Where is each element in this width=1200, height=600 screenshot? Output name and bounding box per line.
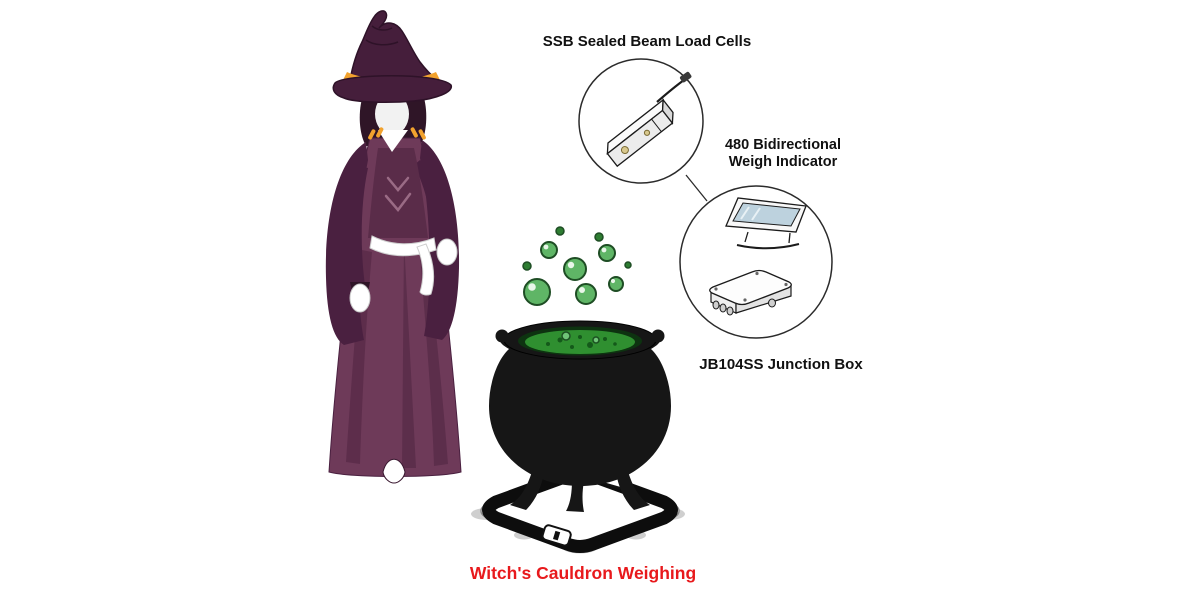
bubble-dots <box>522 226 632 271</box>
witch-illustration <box>325 10 462 484</box>
cable-glands <box>712 298 776 316</box>
load-cell-cable <box>656 79 685 103</box>
potion-speckles <box>546 335 617 349</box>
dress-bib <box>368 148 428 238</box>
potion-surface-bubbles <box>561 331 600 344</box>
junction-box-device <box>709 269 792 316</box>
cauldron-legs <box>510 468 650 512</box>
indicator-screen <box>732 202 801 227</box>
witch-face <box>375 93 409 135</box>
right-hand <box>436 238 458 266</box>
cable-connector <box>679 71 692 83</box>
platform-name-plate <box>541 524 572 547</box>
hem-split <box>382 458 406 484</box>
cauldron-lug-left <box>495 329 509 343</box>
sash-tail <box>416 243 435 296</box>
indicator-base <box>736 243 800 250</box>
left-sleeve <box>344 165 368 293</box>
load-cell-beam <box>606 98 674 168</box>
cauldron-illustration <box>489 320 671 512</box>
junction-box-label: JB104SS Junction Box <box>699 356 863 373</box>
bubble-highlights <box>528 244 616 293</box>
weigh-indicator-label: 480 Bidirectional Weigh Indicator <box>697 137 869 171</box>
witch-collar <box>378 130 408 152</box>
hat-brim <box>332 75 452 103</box>
loadcells-label: SSB Sealed Beam Load Cells <box>542 33 752 50</box>
cauldron-body <box>489 326 671 486</box>
hat-cone <box>349 10 441 82</box>
hat-folds <box>365 25 399 46</box>
right-sleeve <box>414 160 450 249</box>
bib-chevrons <box>384 176 412 212</box>
potion-surface <box>525 330 635 354</box>
weigh-indicator-label-line1: 480 Bidirectional <box>724 137 842 153</box>
left-hand <box>349 283 371 313</box>
indicator-callout <box>679 185 833 339</box>
lid-screws <box>714 271 788 302</box>
shoulder-marks <box>368 127 426 140</box>
callout-connector <box>685 174 708 202</box>
weigh-indicator-device <box>725 197 807 250</box>
diagram-title: Witch's Cauldron Weighing <box>469 563 697 583</box>
junction-box-lid <box>709 269 792 306</box>
rising-bubbles <box>522 226 632 306</box>
loadcell-callout <box>578 58 704 184</box>
weigh-indicator-label-line2: Weigh Indicator <box>728 154 838 170</box>
witch-hat <box>332 10 452 103</box>
cauldron-lug-right <box>651 329 665 343</box>
